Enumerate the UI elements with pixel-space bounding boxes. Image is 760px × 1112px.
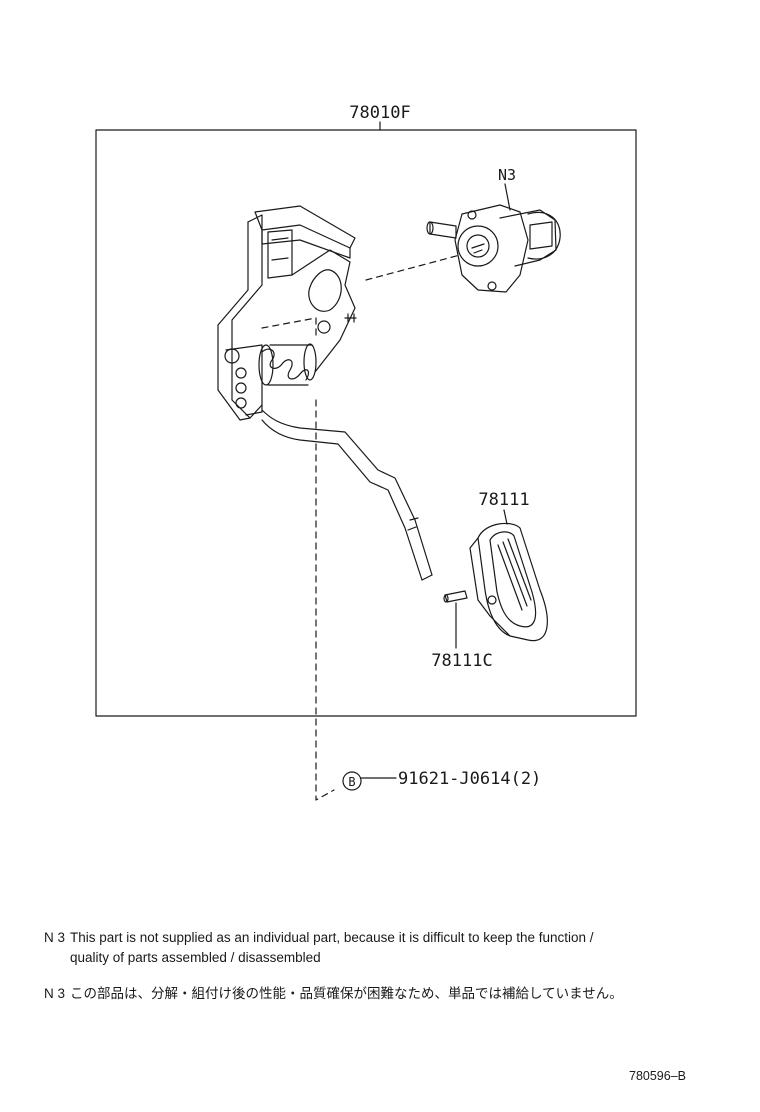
pedal-pad-leader-line bbox=[503, 509, 508, 525]
note-tag: N 3 bbox=[44, 930, 66, 945]
pedal-pad[interactable] bbox=[469, 522, 548, 642]
pedal-arm bbox=[261, 409, 433, 581]
note-japanese: N 3 この部品は、分解・組付け後の性能・品質確保が困難なため、単品では補給してい… bbox=[44, 982, 623, 1002]
pad-pin[interactable] bbox=[443, 590, 468, 603]
bolt-symbol-circle bbox=[342, 771, 362, 791]
bolt-symbol-letter: B bbox=[348, 775, 355, 789]
note-english-line-1: N 3 This part is not supplied as an indiv… bbox=[44, 930, 594, 945]
pedal-pad-label: 78111 bbox=[478, 490, 529, 510]
bolt-label: 91621-J0614(2) bbox=[398, 769, 541, 789]
note-english-text-1: This part is not supplied as an individu… bbox=[70, 930, 594, 945]
assembly-frame bbox=[95, 129, 637, 717]
sensor-alignment-line bbox=[365, 254, 461, 281]
throttle-sensor[interactable] bbox=[426, 204, 561, 293]
bolt-dash-line bbox=[315, 317, 335, 801]
return-spring bbox=[258, 343, 317, 386]
assembly-label: 78010F bbox=[349, 103, 410, 123]
note-japanese-text: この部品は、分解・組付け後の性能・品質確保が困難なため、単品では補給していません… bbox=[70, 986, 623, 1001]
bolt-to-bracket-line bbox=[261, 317, 317, 329]
note-tag-ja: N 3 bbox=[44, 986, 66, 1001]
sensor-leader-line bbox=[504, 183, 511, 211]
drawing-code: 780596–B bbox=[629, 1069, 687, 1083]
accelerator-pedal-bracket[interactable] bbox=[217, 205, 357, 421]
pad-pin-label: 78111C bbox=[431, 651, 492, 671]
note-english-line-2: quality of parts assembled / disassemble… bbox=[70, 950, 321, 965]
sensor-label: N3 bbox=[498, 166, 516, 184]
